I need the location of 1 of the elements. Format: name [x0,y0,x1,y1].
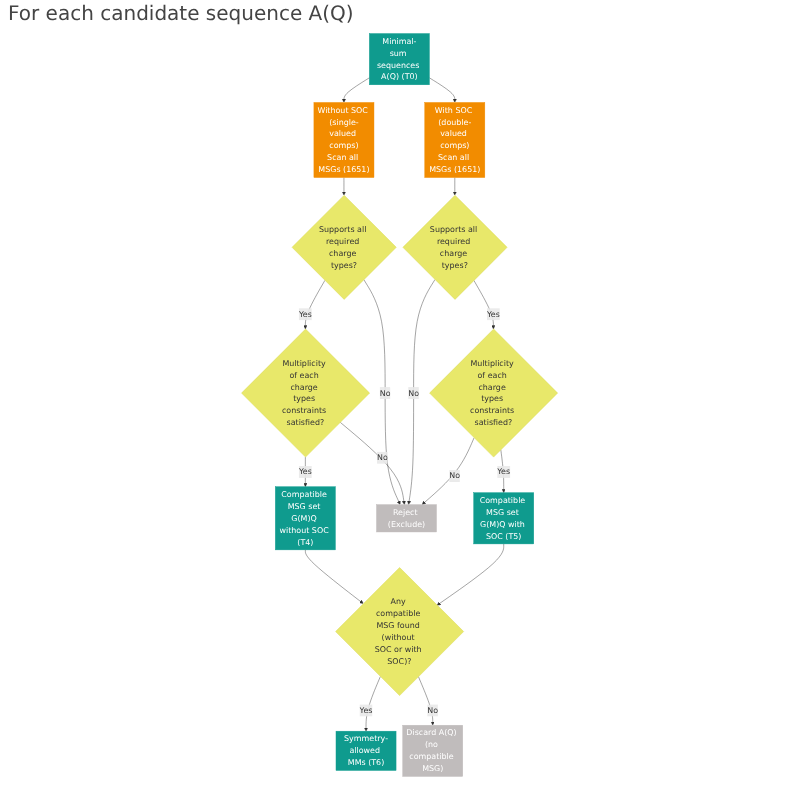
note-text: For each candidate sequence A(Q) [8,4,356,26]
